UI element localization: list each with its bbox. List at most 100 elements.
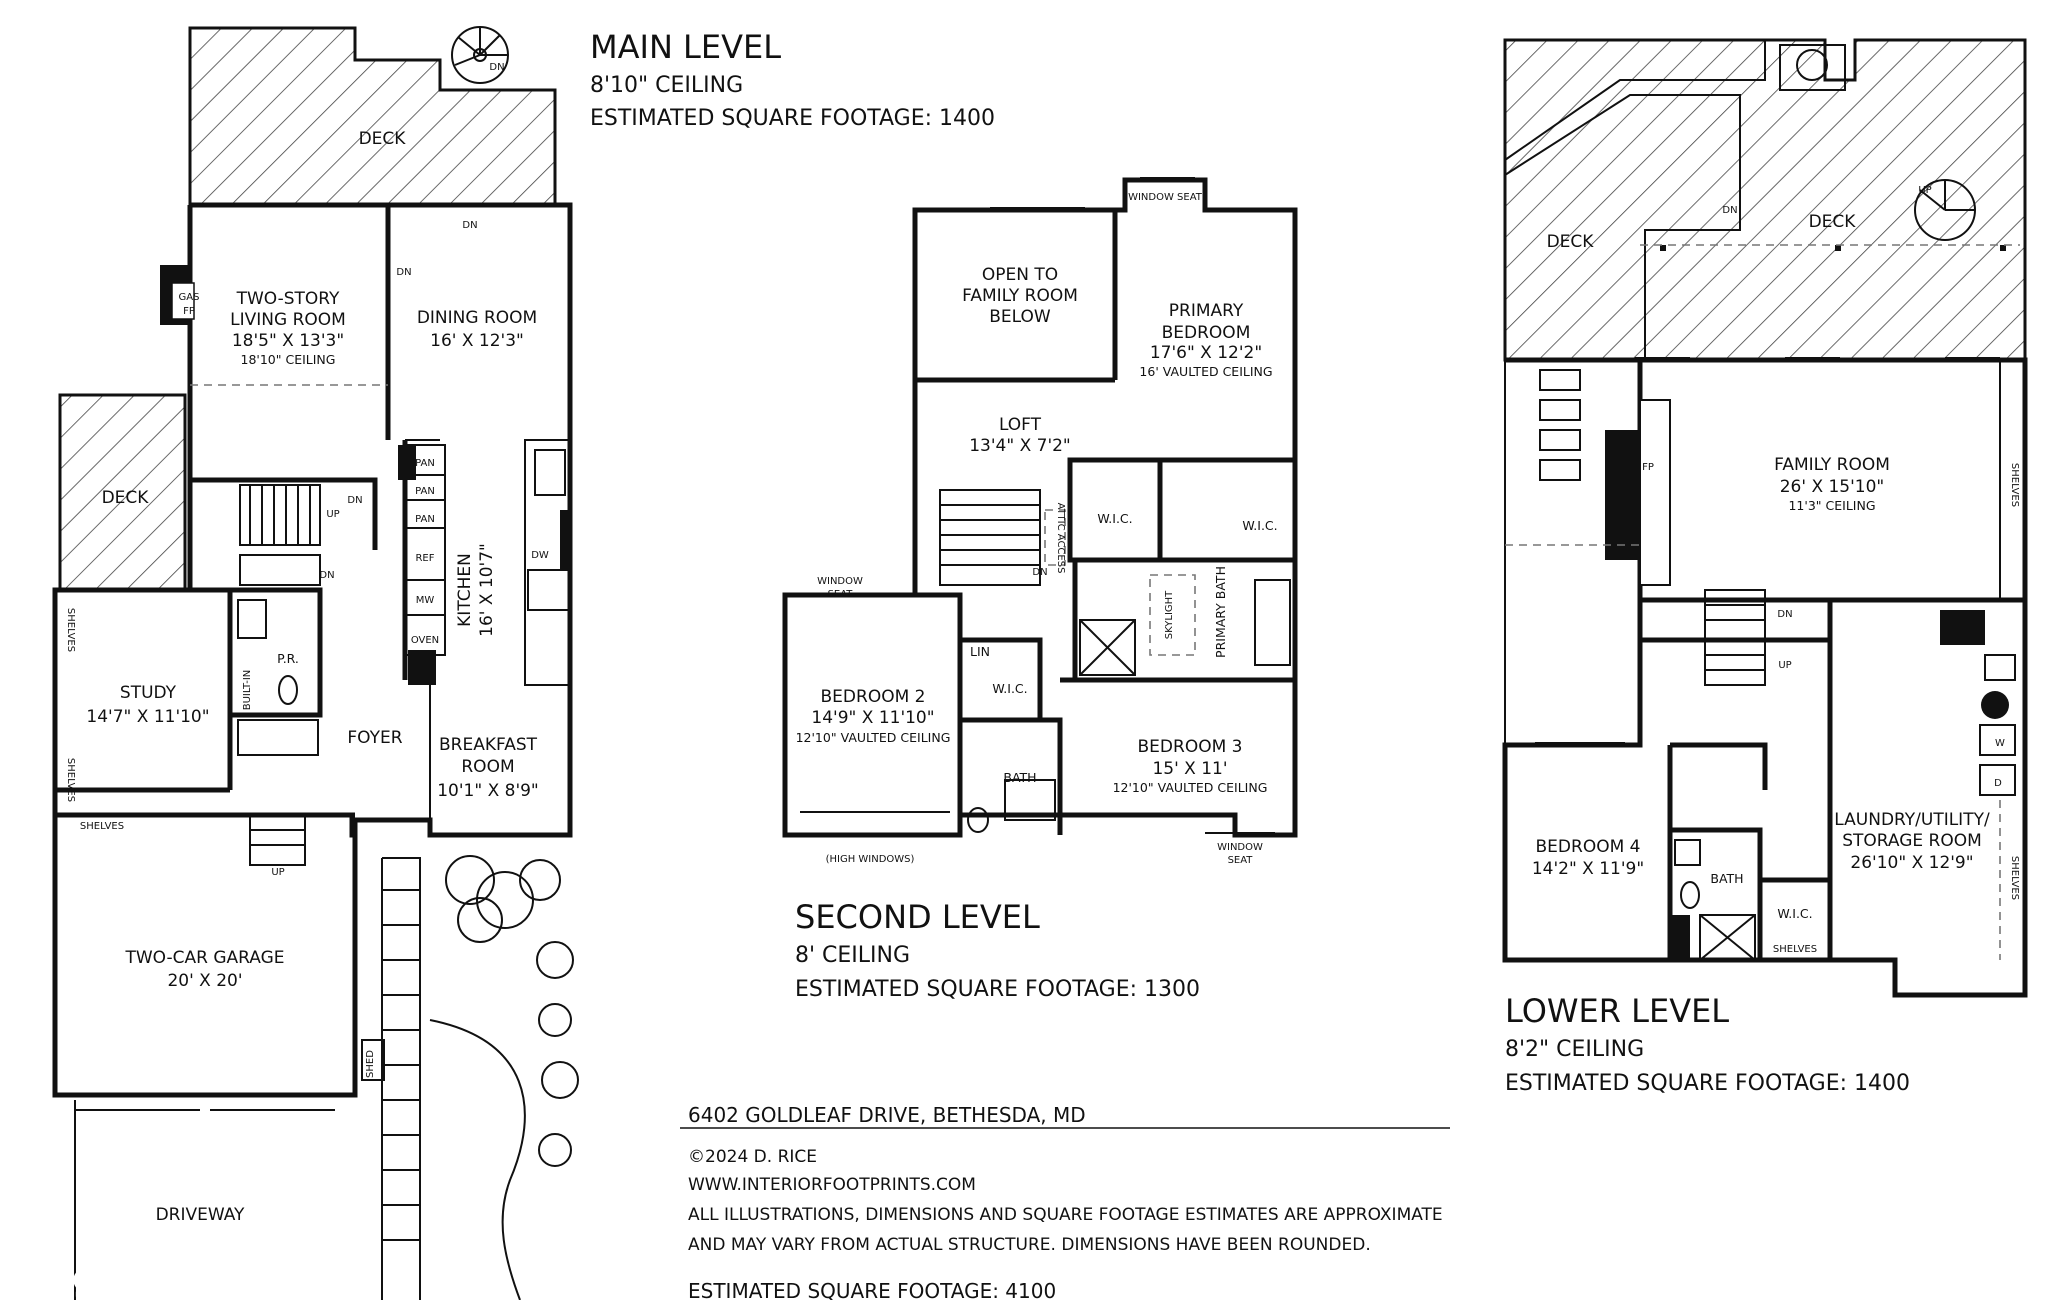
wic-label-2: W.I.C. [1242, 518, 1277, 533]
lower-stair-dn-label: DN [1777, 609, 1792, 620]
primary-bedroom-dims: 17'6" X 12'2" [1150, 343, 1262, 363]
bedroom-2-label: BEDROOM 2 [821, 687, 926, 707]
family-room-label: FAMILY ROOM [1774, 455, 1890, 475]
linen-label: LIN [970, 644, 990, 659]
lower-deck-up-label: UP [1918, 185, 1931, 196]
shed-label: SHED [365, 1050, 376, 1078]
dining-room-label: DINING ROOM [417, 308, 537, 328]
window-seat-left-label-1: WINDOW [817, 576, 863, 587]
landscaping-shrubs [445, 855, 579, 1167]
wic-label-3: W.I.C. [992, 681, 1027, 696]
family-shelves-label: SHELVES [2009, 463, 2020, 507]
foyer-label: FOYER [347, 728, 402, 748]
laundry-label-1: LAUNDRY/UTILITY/ [1834, 810, 1990, 830]
second-level-title: SECOND LEVEL [795, 898, 1040, 936]
microwave-label: MW [416, 595, 435, 606]
main-level-plan [52, 26, 579, 1300]
ref-label: REF [415, 553, 434, 564]
kitchen-label: KITCHEN [455, 553, 475, 627]
copyright: ©2024 D. RICE [688, 1147, 817, 1167]
second-level-plan [782, 177, 1298, 838]
lower-wic-label: W.I.C. [1777, 906, 1812, 921]
lower-level-ceiling: 8'2" CEILING [1505, 1037, 1644, 1062]
main-stair-up-label: UP [326, 509, 339, 520]
lower-wic-shelves-label: SHELVES [1773, 944, 1817, 955]
spiral-stair-icon [451, 26, 509, 84]
website: WWW.INTERIORFOOTPRINTS.COM [688, 1175, 976, 1195]
pantry-label-1: PAN [415, 458, 435, 469]
dining-dn-label: DN [462, 220, 477, 231]
garage-dims: 20' X 20' [167, 971, 242, 991]
bedroom-3-ceiling: 12'10" VAULTED CEILING [1113, 780, 1268, 795]
oven-label: OVEN [411, 635, 439, 646]
open-to-label-1: OPEN TO [982, 265, 1058, 285]
kitchen-counter-left [404, 444, 446, 656]
window-seat-bottom-label-1: WINDOW [1217, 842, 1263, 853]
bedroom-3-dims: 15' X 11' [1152, 759, 1227, 779]
powder-room-label: P.R. [277, 651, 299, 666]
living-room-ceiling: 18'10" CEILING [241, 352, 336, 367]
second-stair-dn-label: DN [1032, 567, 1047, 578]
skylight-label: SKYLIGHT [1164, 590, 1175, 639]
lower-deck-dn-label: DN [1722, 205, 1737, 216]
loft-label: LOFT [999, 415, 1042, 435]
primary-bedroom-ceiling: 16' VAULTED CEILING [1139, 364, 1272, 379]
laundry-dims: 26'10" X 12'9" [1850, 853, 1973, 873]
built-in-label: BUILT-IN [242, 670, 253, 711]
lower-fireplace-label: FP [1642, 462, 1654, 473]
lower-deck [1503, 38, 2027, 362]
wic-label-1: W.I.C. [1097, 511, 1132, 526]
garage-label: TWO-CAR GARAGE [124, 948, 284, 968]
attic-access-label: ATTIC ACCESS [1055, 503, 1066, 574]
living-dn-label: DN [396, 267, 411, 278]
gas-fp-label-2: FP [183, 306, 195, 317]
lower-exterior-walls [1502, 357, 2028, 998]
bedroom-3-label: BEDROOM 3 [1138, 737, 1243, 757]
disclaimer-line-1: ALL ILLUSTRATIONS, DIMENSIONS AND SQUARE… [688, 1205, 1443, 1225]
disclaimer-line-2: AND MAY VARY FROM ACTUAL STRUCTURE. DIME… [688, 1235, 1371, 1255]
study-label: STUDY [120, 683, 177, 703]
dishwasher-label: DW [531, 550, 549, 561]
washer-label: W [1995, 738, 2005, 749]
second-bath-label: BATH [1003, 770, 1036, 785]
deck-top-label: DECK [359, 129, 407, 149]
garage-shelves-label: SHELVES [80, 821, 124, 832]
lower-level-title: LOWER LEVEL [1505, 992, 1729, 1030]
loft-dims: 13'4" X 7'2" [969, 436, 1071, 456]
second-level-sqft: ESTIMATED SQUARE FOOTAGE: 1300 [795, 977, 1200, 1002]
lower-fireplace-icon [1605, 430, 1645, 560]
bedroom-2-ceiling: 12'10" VAULTED CEILING [796, 730, 951, 745]
gas-fp-label-1: GAS [179, 292, 200, 303]
main-stair-dn2-label: DN [319, 570, 334, 581]
breakfast-room-dims: 10'1" X 8'9" [437, 781, 539, 801]
window-seat-bottom-label-2: SEAT [1228, 855, 1254, 866]
breakfast-room-label-1: BREAKFAST [439, 735, 538, 755]
second-exterior-walls [782, 177, 1298, 838]
property-address: 6402 GOLDLEAF DRIVE, BETHESDA, MD [688, 1103, 1086, 1127]
second-level-ceiling: 8' CEILING [795, 943, 910, 968]
window-seat-left-label-2: SEAT [828, 589, 854, 600]
bedroom-4-dims: 14'2" X 11'9" [1532, 859, 1644, 879]
lower-level-plan [1502, 38, 2028, 998]
second-stairs [939, 489, 1041, 586]
laundry-label-2: STORAGE ROOM [1842, 831, 1982, 851]
study-dims: 14'7" X 11'10" [86, 707, 209, 727]
lower-deck-right-label: DECK [1809, 212, 1857, 232]
dining-room-dims: 16' X 12'3" [430, 331, 524, 351]
living-room-label-1: TWO-STORY [236, 289, 340, 309]
family-room-ceiling: 11'3" CEILING [1788, 498, 1875, 513]
lower-deck-left-label: DECK [1547, 232, 1595, 252]
lower-stairs [1704, 589, 1766, 686]
garage-up-label: UP [271, 867, 284, 878]
main-stairs [239, 484, 321, 546]
primary-bath-label: PRIMARY BATH [1213, 566, 1228, 658]
family-room-dims: 26' X 15'10" [1780, 477, 1885, 497]
breakfast-room-label-2: ROOM [461, 757, 514, 777]
lower-level-sqft: ESTIMATED SQUARE FOOTAGE: 1400 [1505, 1071, 1910, 1096]
primary-bedroom-label-1: PRIMARY [1169, 301, 1244, 321]
living-room-label-2: LIVING ROOM [230, 310, 346, 330]
open-to-label-3: BELOW [989, 307, 1051, 327]
total-sqft: ESTIMATED SQUARE FOOTAGE: 4100 [688, 1279, 1056, 1300]
bedroom-4-label: BEDROOM 4 [1536, 837, 1641, 857]
